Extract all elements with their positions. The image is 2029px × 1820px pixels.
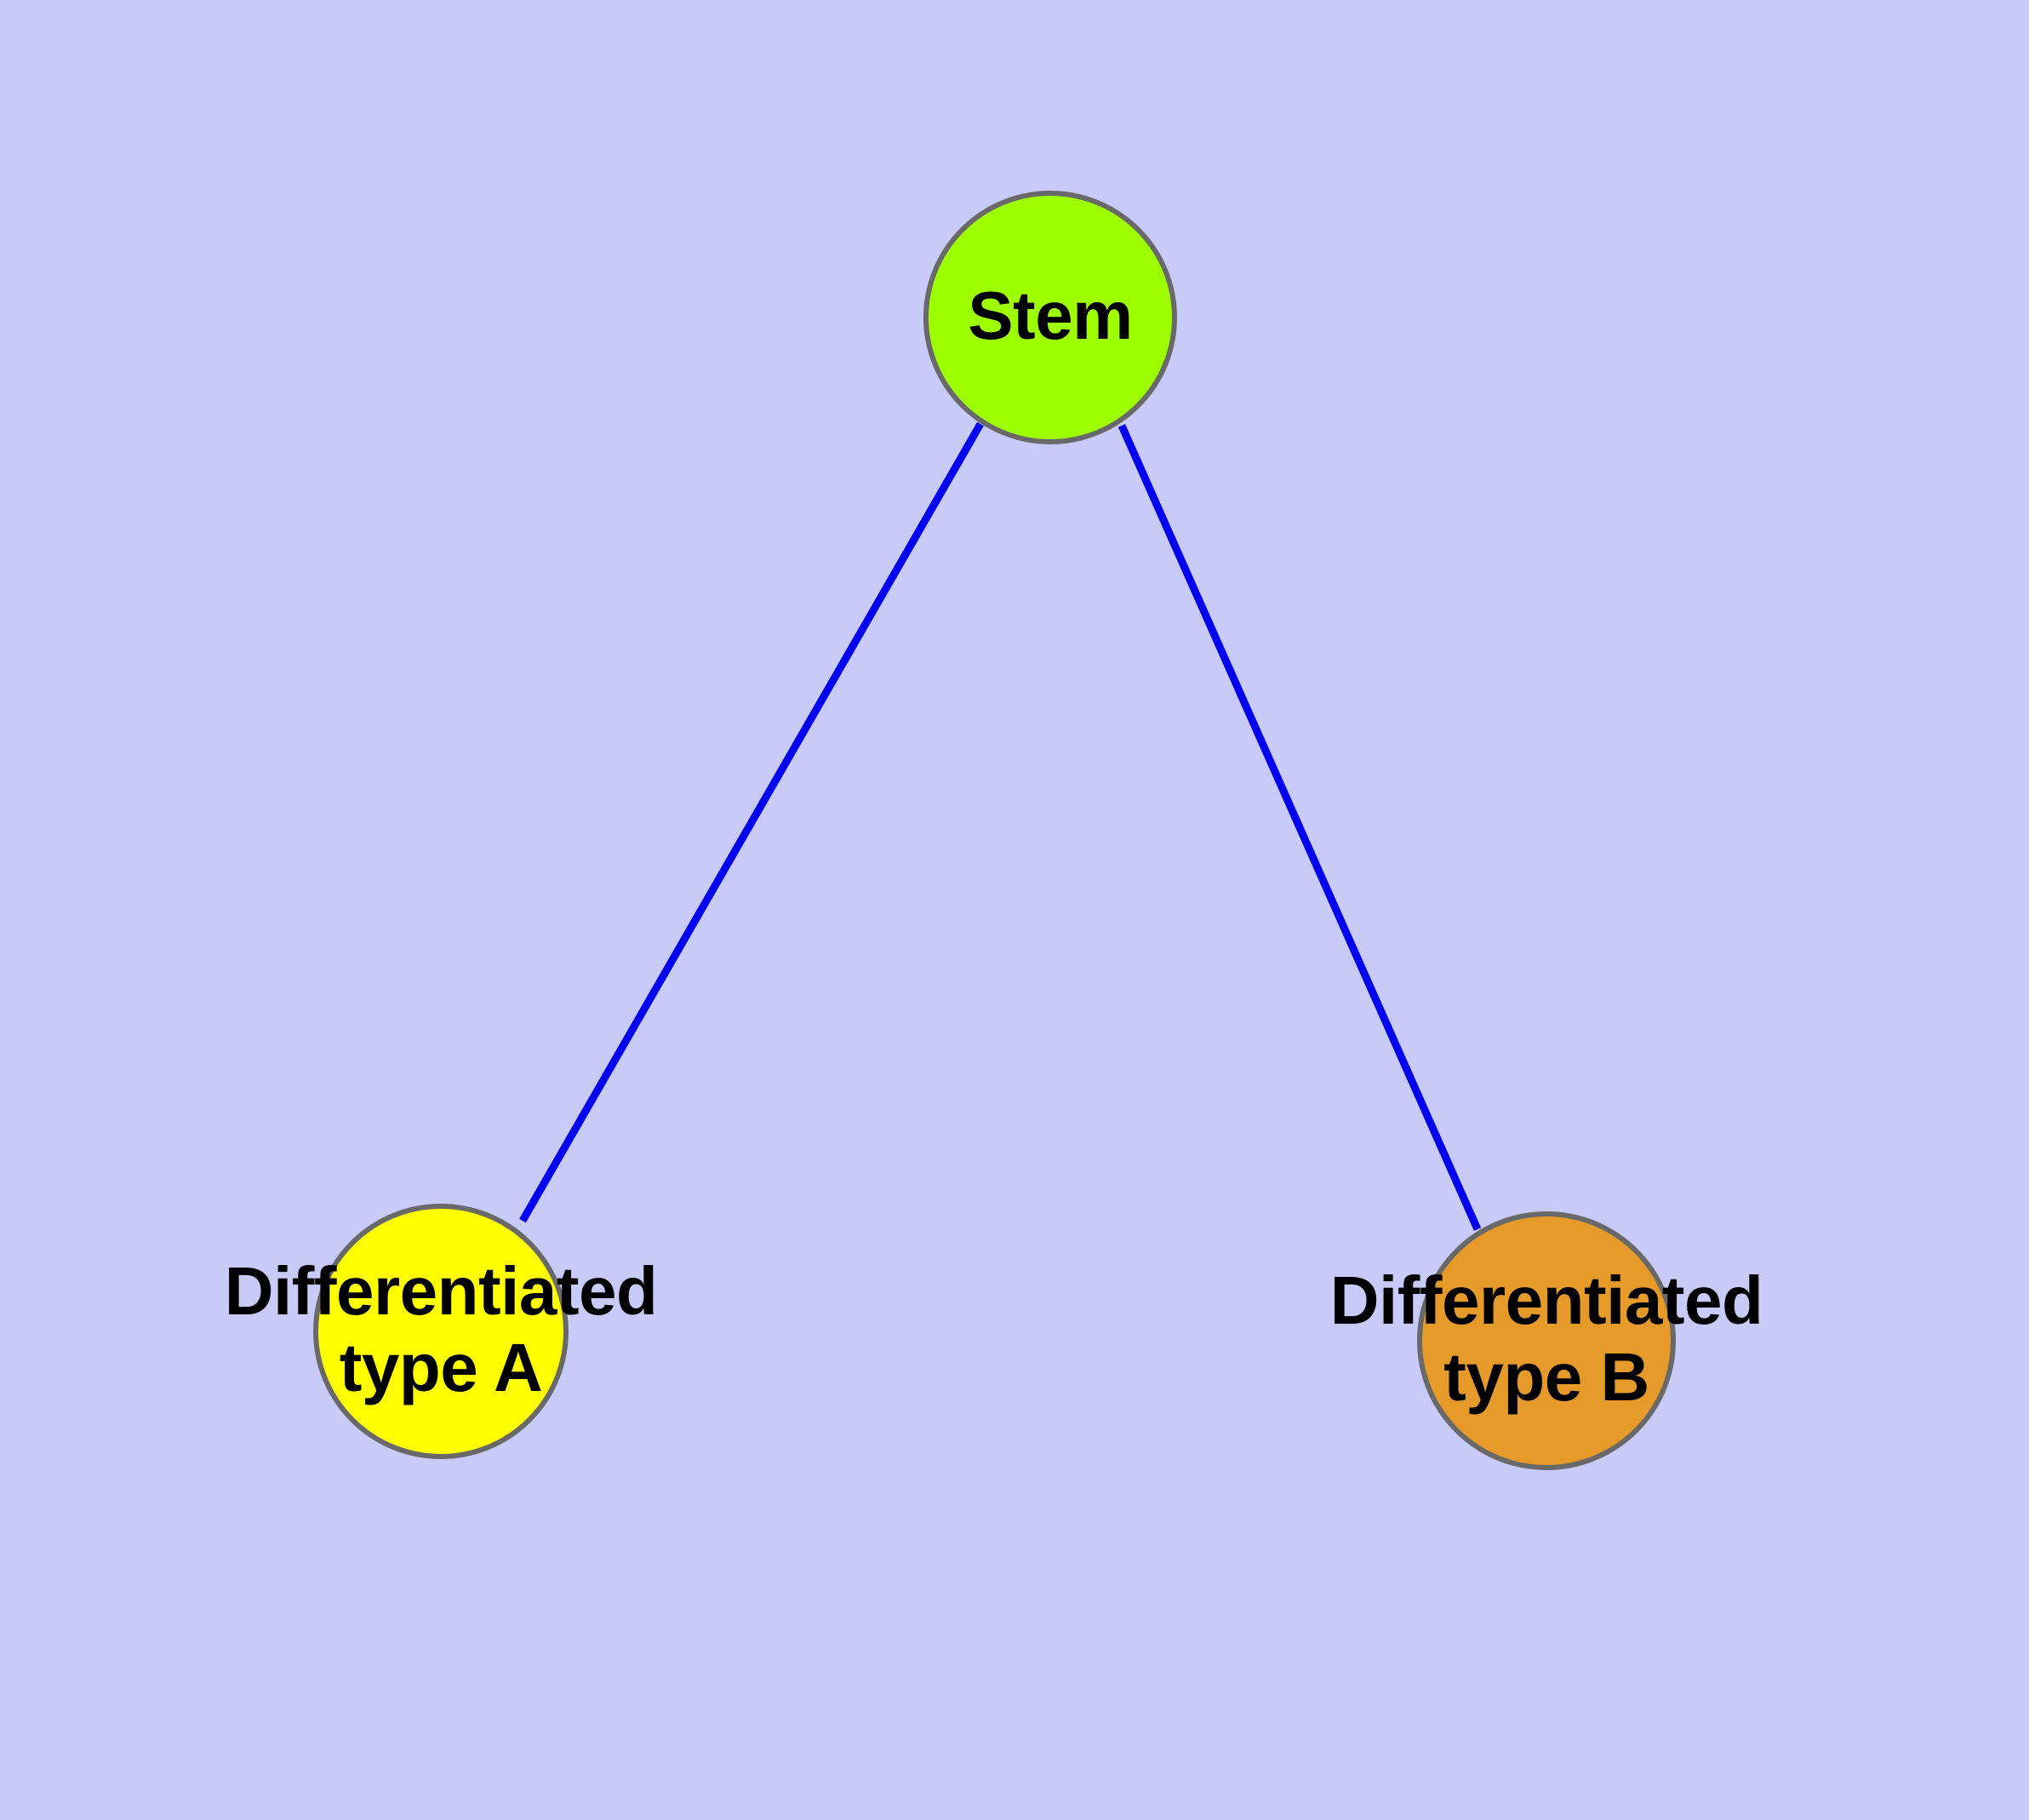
- node-differentiated-type-a[interactable]: [313, 1204, 569, 1459]
- node-differentiated-type-b[interactable]: [1417, 1211, 1676, 1470]
- node-stem[interactable]: [923, 191, 1177, 444]
- edge-stem-to-differentiated-type-b[interactable]: [1117, 424, 1482, 1231]
- edge-stem-to-differentiated-type-a[interactable]: [519, 421, 984, 1223]
